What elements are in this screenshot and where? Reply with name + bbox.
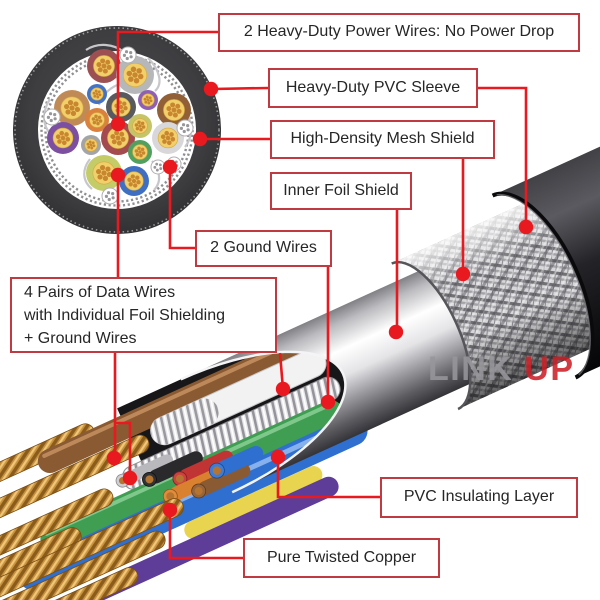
cross-section-wire <box>138 90 158 110</box>
cross-section-wire <box>54 90 90 126</box>
connector-dot-copper <box>162 502 178 518</box>
label-mesh-shield-text: High-Density Mesh Shield <box>290 130 475 148</box>
connector-line-copper <box>168 510 243 560</box>
label-ground-wires: 2 Gound Wires <box>195 230 332 267</box>
cross-section-wires <box>43 46 194 205</box>
connector-dot-sleeve <box>203 81 219 97</box>
connector-line-data <box>115 421 132 478</box>
cross-section-wire <box>119 166 149 196</box>
cross-section-wire <box>85 108 109 132</box>
watermark-link: LINK <box>428 350 513 388</box>
cable-cutaway-illustration <box>0 33 600 600</box>
watermark-up: UP <box>524 350 574 388</box>
label-ground-wires-text: 2 Gound Wires <box>210 239 317 257</box>
label-mesh-shield: High-Density Mesh Shield <box>270 120 495 159</box>
brown-wire <box>37 340 300 474</box>
connector-line-insulating <box>276 458 380 499</box>
connector-dot-power <box>110 116 126 132</box>
cross-section-wire <box>128 114 152 138</box>
label-pvc-insulating-text: PVC Insulating Layer <box>403 488 555 506</box>
connector-dot-data <box>110 167 126 183</box>
connector-line-power <box>116 30 218 124</box>
connector-dot-mesh <box>455 266 471 282</box>
mini-wire <box>142 451 203 487</box>
connector-dot-sleeve <box>518 219 534 235</box>
cross-section-wire <box>128 140 152 164</box>
silver-coil-wrap <box>150 398 219 445</box>
cross-section-wire <box>47 122 79 154</box>
label-pvc-sleeve-text: Heavy-Duty PVC Sleeve <box>285 78 461 96</box>
connector-dot-foil <box>388 324 404 340</box>
pvc-sheath-cylinder <box>491 33 600 380</box>
cross-section-ground-wire <box>176 119 194 137</box>
yellow-wire <box>184 466 323 539</box>
label-data-wires-line2: with Individual Foil Shielding <box>24 306 225 324</box>
cross-section-wire <box>81 135 101 155</box>
label-data-wires-line1: 4 Pairs of Data Wires <box>24 283 176 301</box>
cross-section-wire <box>116 56 154 94</box>
connector-dot-data <box>106 450 122 466</box>
cross-section-wire <box>101 121 135 155</box>
connector-dot-ground <box>162 159 178 175</box>
cross-section-wire <box>152 122 184 154</box>
linkup-watermark: LINK UP <box>428 350 575 388</box>
label-foil-shield-text: Inner Foil Shield <box>283 181 399 199</box>
connector-dot-data <box>122 470 138 486</box>
connector-line-ground <box>168 168 195 250</box>
mini-wire <box>191 463 251 499</box>
label-foil-shield: Inner Foil Shield <box>270 172 412 210</box>
purple-wire <box>82 476 339 600</box>
label-twisted-copper: Pure Twisted Copper <box>243 538 440 578</box>
cross-section-wire <box>157 93 191 127</box>
cross-section-ground-wire <box>101 187 119 205</box>
connector-line-sleeve <box>212 86 269 91</box>
cross-section-wire <box>87 49 121 83</box>
connector-dot-mesh <box>192 131 208 147</box>
cross-section-wire <box>87 84 107 104</box>
label-pvc-sleeve: Heavy-Duty PVC Sleeve <box>268 68 478 108</box>
twisted-copper-wires-front <box>0 488 184 600</box>
connector-dot-data <box>275 381 291 397</box>
mini-wire <box>208 445 264 479</box>
inner-foil-shield-cylinder <box>180 259 497 493</box>
cross-section-ground-wire <box>43 108 61 126</box>
inner-insulated-wires <box>19 340 368 600</box>
connector-dot-ground <box>320 394 336 410</box>
cross-section-wire <box>106 92 136 122</box>
label-data-wires: 4 Pairs of Data Wires with Individual Fo… <box>10 277 277 353</box>
cross-section-wire <box>86 155 122 191</box>
label-pvc-insulating: PVC Insulating Layer <box>380 477 578 518</box>
label-power-wires: 2 Heavy-Duty Power Wires: No Power Drop <box>218 13 580 52</box>
cross-section-ground-wire <box>150 159 166 175</box>
cross-section-ground-wire <box>119 46 137 64</box>
label-data-wires-line3: + Ground Wires <box>24 329 137 347</box>
connector-line-sleeve <box>478 86 528 227</box>
label-power-wires-text: 2 Heavy-Duty Power Wires: No Power Drop <box>243 23 555 41</box>
connector-dot-insulating <box>270 449 286 465</box>
label-twisted-copper-text: Pure Twisted Copper <box>266 548 417 566</box>
annotation-connectors <box>106 30 534 560</box>
foil-cut-edge <box>180 350 347 494</box>
mini-wire <box>172 450 234 487</box>
